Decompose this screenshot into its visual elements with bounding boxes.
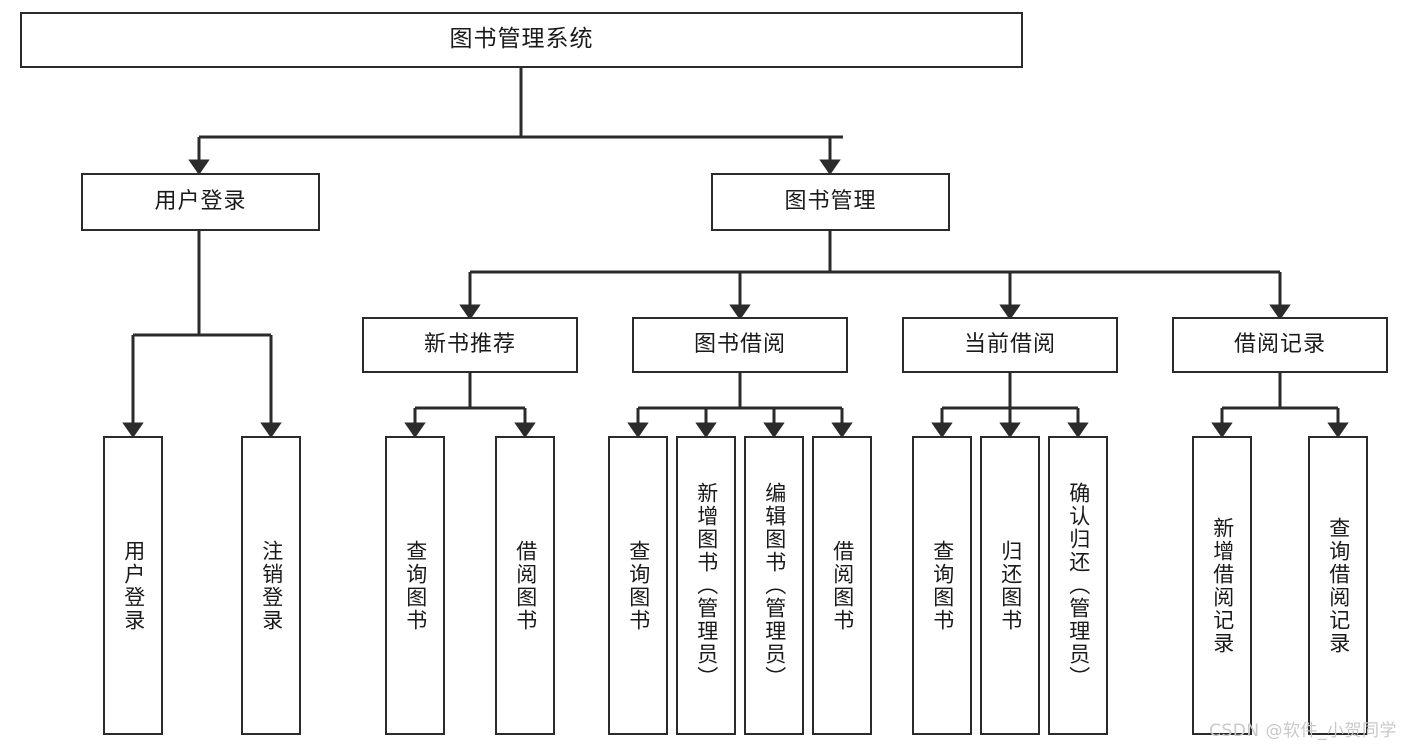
node-leaf-query-record-label: 查询借阅记录 [1326,516,1351,655]
node-leaf-confirm-return[interactable]: 确认归还（管理员） [1048,436,1108,735]
node-leaf-borrow-book-1[interactable]: 借阅图书 [495,436,555,735]
node-leaf-query-book-1-label: 查询图书 [403,539,428,632]
node-leaf-query-book-2[interactable]: 查询图书 [608,436,668,735]
node-user-login[interactable]: 用户登录 [81,173,320,231]
node-leaf-user-login-label: 用户登录 [121,539,146,632]
node-borrow-record[interactable]: 借阅记录 [1172,317,1388,373]
node-new-book-recommend-label: 新书推荐 [423,331,516,357]
node-leaf-query-book-1[interactable]: 查询图书 [385,436,445,735]
node-leaf-return-book[interactable]: 归还图书 [980,436,1040,735]
node-new-book-recommend[interactable]: 新书推荐 [362,317,578,373]
node-leaf-add-book[interactable]: 新增图书（管理员） [676,436,736,735]
node-leaf-query-book-2-label: 查询图书 [626,539,651,632]
node-leaf-return-book-label: 归还图书 [998,539,1023,632]
node-leaf-edit-book[interactable]: 编辑图书（管理员） [744,436,804,735]
node-book-manage-label: 图书管理 [784,188,877,214]
node-leaf-user-logout-label: 注销登录 [259,539,284,632]
node-leaf-borrow-book-2[interactable]: 借阅图书 [812,436,872,735]
node-current-borrow[interactable]: 当前借阅 [902,317,1118,373]
node-borrow-record-label: 借阅记录 [1233,331,1326,357]
node-leaf-add-record-label: 新增借阅记录 [1210,516,1235,655]
node-leaf-query-book-3-label: 查询图书 [930,539,955,632]
node-root-label: 图书管理系统 [449,26,594,53]
node-leaf-confirm-return-label: 确认归还（管理员） [1066,482,1091,689]
node-leaf-user-logout[interactable]: 注销登录 [241,436,301,735]
node-book-manage[interactable]: 图书管理 [711,173,950,231]
node-root[interactable]: 图书管理系统 [20,12,1023,68]
node-leaf-edit-book-label: 编辑图书（管理员） [762,482,787,689]
node-book-borrow[interactable]: 图书借阅 [632,317,848,373]
node-leaf-query-book-3[interactable]: 查询图书 [912,436,972,735]
node-book-borrow-label: 图书借阅 [693,331,786,357]
node-current-borrow-label: 当前借阅 [963,331,1056,357]
node-leaf-add-book-label: 新增图书（管理员） [694,482,719,689]
node-leaf-borrow-book-2-label: 借阅图书 [830,539,855,632]
node-leaf-user-login[interactable]: 用户登录 [103,436,163,735]
node-leaf-add-record[interactable]: 新增借阅记录 [1192,436,1252,735]
node-user-login-label: 用户登录 [154,188,247,214]
node-leaf-borrow-book-1-label: 借阅图书 [513,539,538,632]
node-leaf-query-record[interactable]: 查询借阅记录 [1308,436,1368,735]
